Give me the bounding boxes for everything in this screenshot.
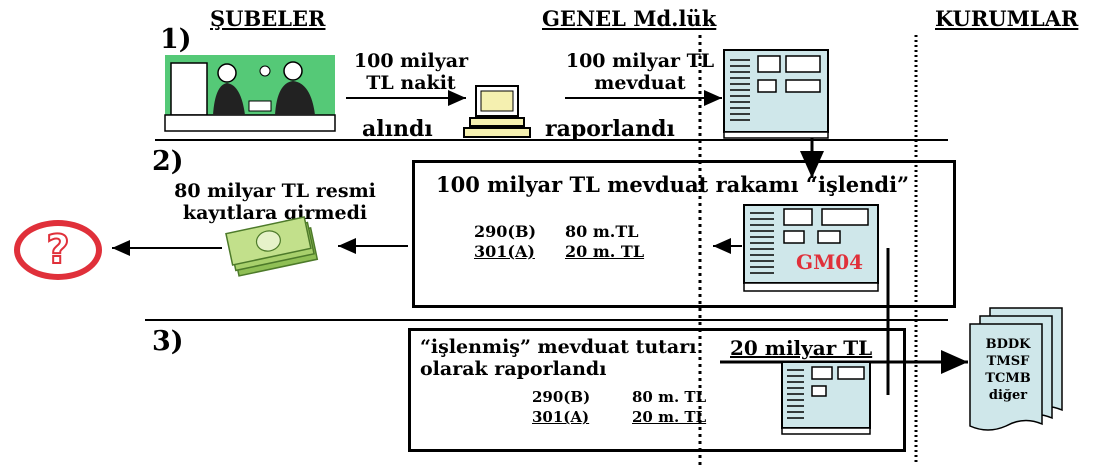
institution-tcmb: TCMB — [985, 371, 1031, 386]
processed-title: 100 milyar TL mevduat rakamı “işlendi” — [436, 172, 910, 197]
step-1-number: 1) — [160, 24, 192, 55]
teller-counter-icon — [164, 55, 336, 132]
server-icon — [723, 49, 829, 139]
reported-amount: 20 milyar TL — [730, 336, 873, 360]
deposit-label-line-1: 100 milyar TL — [565, 50, 715, 72]
processed-box — [412, 160, 956, 308]
question-mark-icon: ? — [14, 220, 102, 280]
deposit-label-line-2: mevduat — [594, 72, 686, 94]
institution-other: diğer — [988, 388, 1028, 403]
institutions-list: BDDK TMSF TCMB diğer — [972, 336, 1044, 404]
documents-stack-icon — [969, 307, 1063, 431]
step-2-number: 2) — [152, 146, 184, 177]
money-stack-icon — [225, 216, 319, 277]
step3-acct-301-amount: 20 m. TL — [632, 408, 707, 426]
cash-label-line-1: 100 milyar — [353, 50, 469, 72]
unrecorded-note-line-1: 80 milyar TL resmi — [174, 180, 376, 202]
acct-301-amount: 20 m. TL — [565, 242, 645, 261]
question-mark-glyph: ? — [45, 226, 70, 274]
step3-acct-301-code: 301(A) — [532, 408, 590, 426]
header-institutions: KURUMLAR — [935, 6, 1079, 31]
branch-computer-icon — [463, 85, 531, 138]
step3-acct-290-amount: 80 m. TL — [632, 388, 707, 406]
institution-bddk: BDDK — [985, 337, 1031, 352]
reported-title-line-2: olarak raporlandı — [420, 358, 607, 380]
institution-tmsf: TMSF — [986, 354, 1030, 369]
step3-acct-290-code: 290(B) — [532, 388, 591, 406]
reported-title-line-1: “işlenmiş” mevduat tutarı — [420, 336, 697, 358]
reported-label: raporlandı — [545, 116, 675, 142]
unrecorded-note-line-2: kayıtlara girmedi — [182, 202, 368, 224]
cash-label-line-2: TL nakit — [366, 72, 456, 94]
gm04-label: GM04 — [796, 250, 864, 274]
received-label: alındı — [362, 116, 433, 142]
step-3-number: 3) — [152, 326, 184, 357]
step3-server-icon — [781, 361, 871, 435]
reported-box — [408, 328, 906, 452]
header-head-office: GENEL Md.lük — [542, 6, 717, 31]
acct-290-code: 290(B) — [474, 222, 537, 241]
acct-290-amount: 80 m.TL — [565, 222, 639, 241]
gm04-server-icon — [743, 204, 879, 292]
header-branches: ŞUBELER — [210, 6, 326, 31]
acct-301-code: 301(A) — [474, 242, 535, 261]
